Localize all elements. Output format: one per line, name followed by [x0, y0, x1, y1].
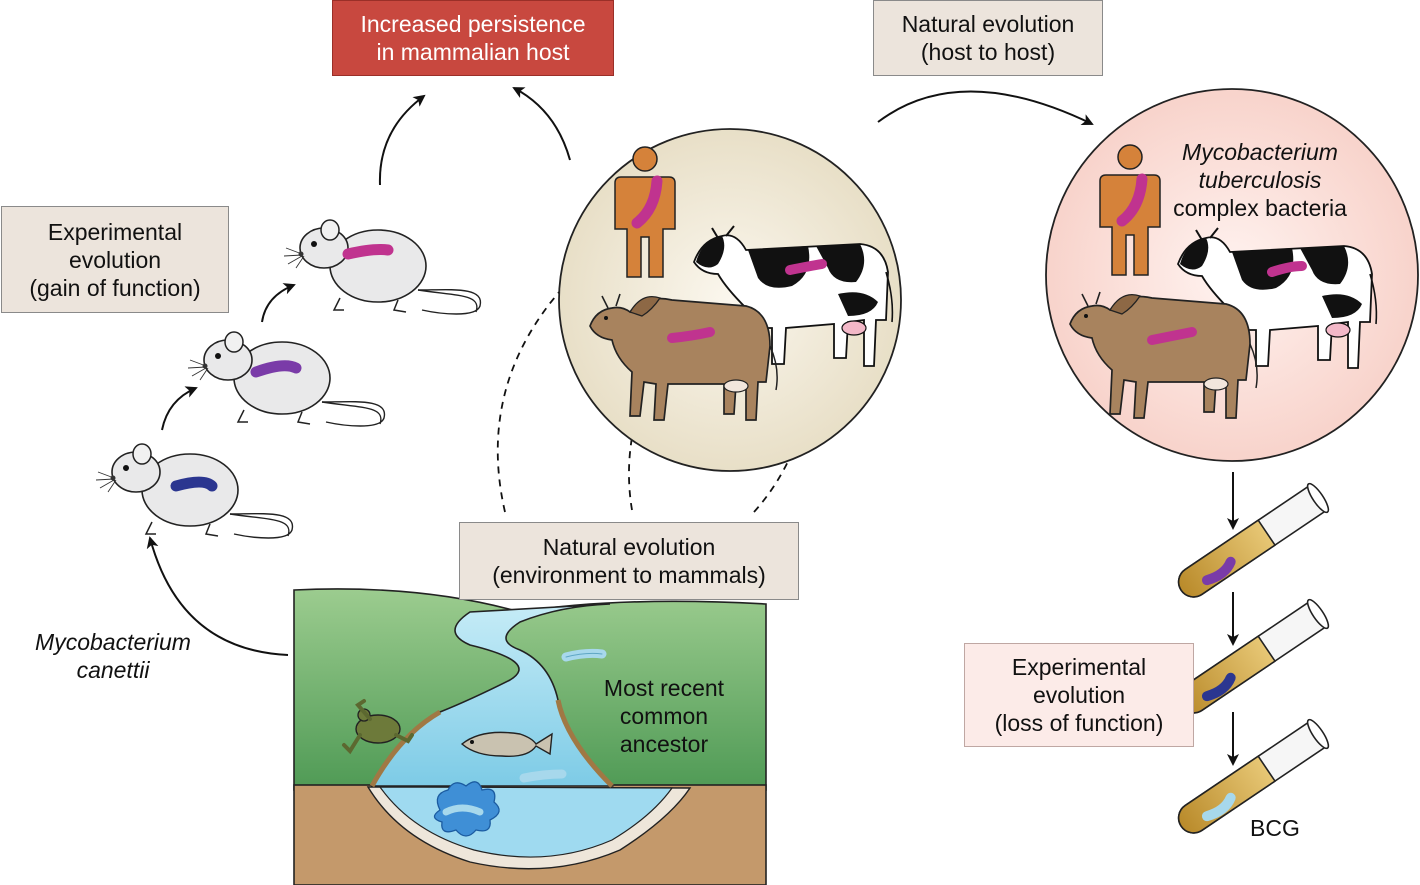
holstein-cow-pink — [1177, 227, 1378, 369]
mtb-complex-label: Mycobacterium tuberculosis complex bacte… — [1160, 138, 1360, 222]
human-figure-pink — [1099, 144, 1161, 276]
arrow-canettii-to-mouse — [146, 536, 289, 656]
holstein-cow-cream — [693, 225, 894, 367]
mrca-label: Most recent common ancestor — [584, 674, 744, 758]
environment-landscape — [293, 588, 767, 885]
loss-line2: evolution — [1032, 682, 1126, 708]
arrow-mouse2-to-mouse3 — [261, 283, 296, 323]
loss-line3: (loss of function) — [994, 710, 1164, 736]
mrca-line3: ancestor — [619, 731, 709, 757]
human-figure-cream — [614, 146, 676, 278]
canettii-label: Mycobacterium canettii — [8, 628, 218, 684]
arrow-hosts-to-persistence — [512, 87, 571, 161]
gain-line1: Experimental — [47, 218, 183, 245]
host-to-host-line1: Natural evolution — [901, 11, 1075, 37]
fish — [460, 731, 553, 757]
mouse-1 — [95, 443, 294, 539]
mouse-3 — [283, 219, 482, 315]
experimental-evolution-loss-box: Experimental evolution (loss of function… — [964, 643, 1194, 747]
dashed-arrow-to-human — [496, 246, 606, 513]
arrow-host-to-host — [877, 90, 1094, 126]
gain-line2: evolution — [68, 246, 162, 273]
bcg-text: BCG — [1250, 815, 1300, 841]
bacterium-river-1-outline — [565, 652, 603, 658]
env-line2: (environment to mammals) — [492, 562, 766, 588]
mtb-line3: complex bacteria — [1173, 195, 1347, 221]
persistence-line1: Increased persistence — [360, 11, 586, 37]
bacterium-river-2 — [519, 769, 567, 783]
zebu-cow-cream — [589, 293, 778, 421]
amoeba — [433, 781, 500, 837]
mouse-2 — [187, 331, 386, 427]
arrow-mouse1-to-mouse2 — [161, 386, 198, 431]
loss-line1: Experimental — [1011, 654, 1147, 680]
test-tube-2 — [1170, 596, 1333, 722]
arrow-mouse3-to-persistence — [378, 94, 426, 186]
frog — [342, 699, 414, 755]
zebu-cow-pink — [1069, 291, 1258, 419]
mrca-line1: Most recent — [603, 675, 725, 701]
env-line1: Natural evolution — [542, 534, 716, 560]
natural-evolution-host-to-host-box: Natural evolution (host to host) — [873, 0, 1103, 76]
host-to-host-line2: (host to host) — [920, 39, 1056, 65]
gain-line3: (gain of function) — [29, 274, 201, 301]
bcg-label: BCG — [1250, 814, 1320, 842]
mrca-line2: common — [619, 703, 709, 729]
mtb-line1: Mycobacterium — [1182, 139, 1338, 165]
persistence-line2: in mammalian host — [376, 39, 570, 65]
canettii-line2: canettii — [76, 657, 150, 683]
canettii-line1: Mycobacterium — [35, 629, 191, 655]
natural-evolution-env-to-mammals-box: Natural evolution (environment to mammal… — [459, 522, 799, 600]
test-tube-3 — [1170, 716, 1333, 842]
test-tube-1 — [1170, 480, 1333, 606]
increased-persistence-box: Increased persistence in mammalian host — [332, 0, 614, 76]
mtb-line2: tuberculosis — [1198, 167, 1322, 193]
experimental-evolution-gain-box: Experimental evolution (gain of function… — [1, 206, 229, 313]
